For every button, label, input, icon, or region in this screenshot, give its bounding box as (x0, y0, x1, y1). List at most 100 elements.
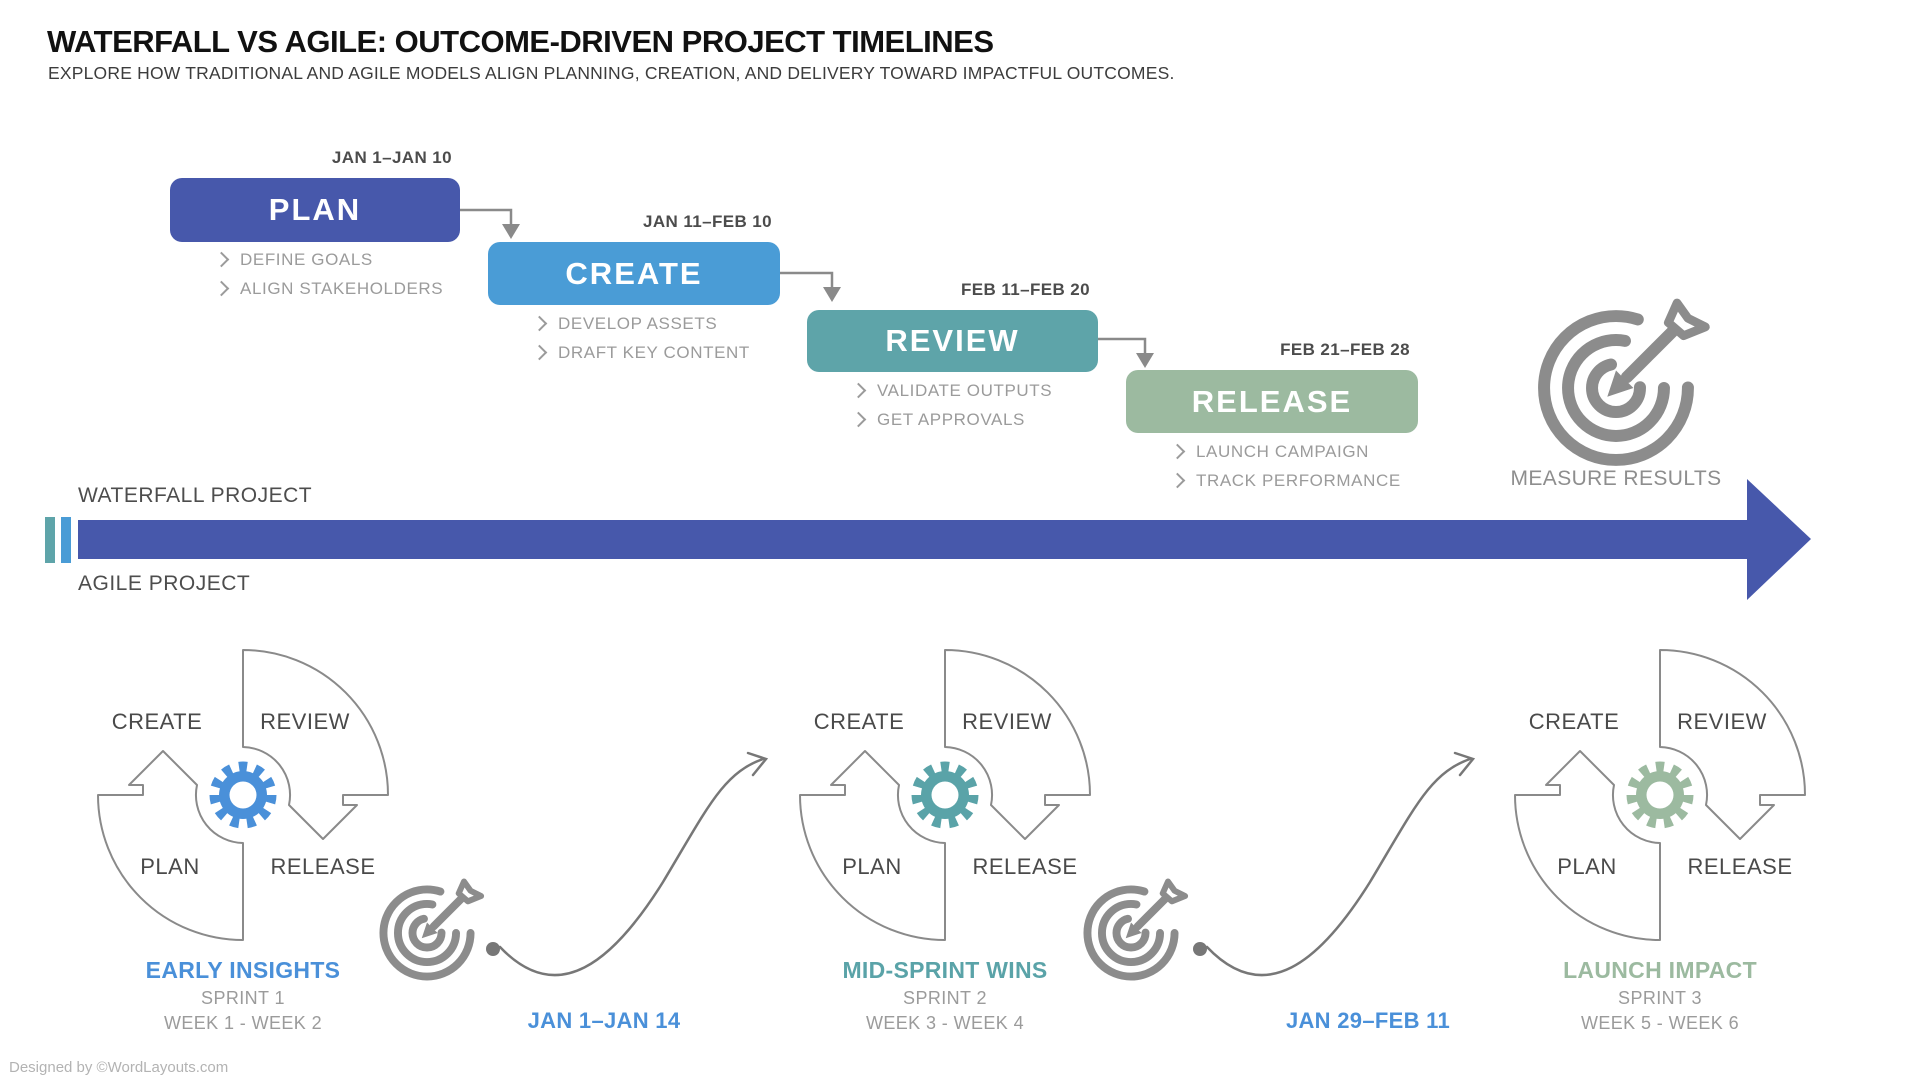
cycle1-phase-create: CREATE (111, 709, 203, 734)
cycle2-weeks: WEEK 3 - WEEK 4 (865, 1013, 1025, 1033)
task-label: DEFINE GOALS (240, 250, 373, 269)
measure-results-label: MEASURE RESULTS (1510, 467, 1722, 490)
step-plan-tasks: DEFINE GOALS ALIGN STAKEHOLDERS (213, 250, 444, 299)
task-row: GET APPROVALS (850, 410, 1052, 430)
step-create-box: CREATE (488, 242, 780, 305)
arrowhead-icon (1136, 353, 1154, 368)
step-plan-label: PLAN (268, 192, 362, 227)
waterfall-lane-label: WATERFALL PROJECT (78, 484, 313, 507)
agile-cycle-1-graphic (97, 649, 389, 941)
timeline-arrowhead-icon (1747, 479, 1811, 600)
step-release-label: RELEASE (1191, 383, 1353, 419)
timeline-tick-blue (61, 517, 71, 563)
step-release-dates: FEB 21–FEB 28 (1280, 340, 1410, 359)
task-label: LAUNCH CAMPAIGN (1196, 442, 1370, 461)
connector-plan-create (460, 208, 513, 226)
step-review-dates: FEB 11–FEB 20 (961, 280, 1090, 299)
cycle1-sprint: SPRINT 1 (201, 988, 285, 1008)
step-create-dates: JAN 11–FEB 10 (643, 212, 772, 231)
chevron-right-icon (1169, 472, 1186, 489)
cycle2-title: MID-SPRINT WINS (842, 957, 1048, 983)
task-row: DEFINE GOALS (213, 250, 443, 270)
task-row: VALIDATE OUTPUTS (850, 381, 1053, 401)
gear-icon (1626, 761, 1694, 829)
task-row: DRAFT KEY CONTENT (531, 343, 750, 363)
timeline-arrow (45, 479, 1811, 600)
target-icon (1538, 298, 1710, 466)
task-label: TRACK PERFORMANCE (1196, 471, 1401, 490)
cycle1-title: EARLY INSIGHTS (145, 957, 341, 983)
fan-blade-top-right (242, 649, 389, 840)
gear-icon (209, 761, 277, 829)
milestone1-dates: JAN 1–JAN 14 (527, 1008, 681, 1033)
chevron-right-icon (213, 251, 230, 268)
flow-connectors (460, 208, 1147, 355)
agile-cycle-2-graphic (799, 649, 1091, 941)
timeline-tick-teal (45, 517, 55, 563)
page-title: WATERFALL VS AGILE: OUTCOME-DRIVEN PROJE… (47, 24, 994, 59)
cycle3-phase-review: REVIEW (1677, 709, 1767, 734)
designer-credit: Designed by ©WordLayouts.com (9, 1059, 229, 1076)
cycle3-phase-plan: PLAN (1557, 854, 1617, 879)
cycle1-phase-review: REVIEW (260, 709, 350, 734)
timeline-bar (78, 520, 1747, 559)
task-label: DRAFT KEY CONTENT (558, 343, 750, 362)
cycle3-sprint: SPRINT 3 (1618, 988, 1702, 1008)
chevron-right-icon (531, 344, 548, 361)
cycle3-phase-create: CREATE (1528, 709, 1620, 734)
agile-cycle-3-graphic (1514, 649, 1806, 941)
cycle3-title: LAUNCH IMPACT (1563, 957, 1757, 983)
cycle2-phase-review: REVIEW (962, 709, 1052, 734)
agile-lane-label: AGILE PROJECT (78, 572, 251, 595)
step-release-tasks: LAUNCH CAMPAIGN TRACK PERFORMANCE (1169, 442, 1401, 491)
target-icon (1083, 878, 1189, 981)
curve-arrowhead-icon (1453, 751, 1476, 777)
fan-blade-bottom-left (97, 750, 244, 941)
step-plan-dates: JAN 1–JAN 10 (331, 148, 452, 167)
cycle-fan-blades (1514, 649, 1806, 941)
chevron-right-icon (1169, 443, 1186, 460)
step-review-label: REVIEW (885, 323, 1020, 358)
task-row: TRACK PERFORMANCE (1169, 471, 1401, 491)
task-row: LAUNCH CAMPAIGN (1169, 442, 1401, 462)
arrowhead-icon (823, 287, 841, 302)
arrowhead-icon (502, 224, 520, 239)
cycle-fan-blades (97, 649, 389, 941)
gear-icon (911, 761, 979, 829)
milestone2-dates: JAN 29–FEB 11 (1285, 1008, 1451, 1033)
fan-blade-bottom-left (1514, 750, 1661, 941)
sprint-flow-curve-1 (486, 751, 769, 977)
sprint-flow-curves (486, 751, 1476, 977)
cycle2-phase-plan: PLAN (842, 854, 902, 879)
connector-create-review (780, 271, 834, 289)
cycle3-weeks: WEEK 5 - WEEK 6 (1580, 1013, 1740, 1033)
task-row: DEVELOP ASSETS (531, 314, 750, 334)
step-plan-box: PLAN (170, 178, 460, 242)
connector-arrowheads (502, 224, 1154, 368)
chevron-right-icon (531, 315, 548, 332)
fan-blade-top-right (1659, 649, 1806, 840)
target-icon (379, 878, 485, 981)
cycle-fan-blades (799, 649, 1091, 941)
curve-arrowhead-icon (746, 751, 769, 777)
step-create-tasks: DEVELOP ASSETS DRAFT KEY CONTENT (531, 314, 750, 363)
task-label: VALIDATE OUTPUTS (877, 381, 1053, 400)
step-review-tasks: VALIDATE OUTPUTS GET APPROVALS (850, 381, 1053, 430)
fan-blade-bottom-left (799, 750, 946, 941)
chevron-right-icon (850, 411, 867, 428)
step-create-label: CREATE (565, 255, 703, 291)
sprint-flow-curve-2 (1193, 751, 1476, 977)
page-subtitle: EXPLORE HOW TRADITIONAL AND AGILE MODELS… (48, 63, 1175, 83)
fan-blade-top-right (944, 649, 1091, 840)
cycle2-phase-create: CREATE (813, 709, 905, 734)
cycle2-sprint: SPRINT 2 (903, 988, 987, 1008)
connector-review-release (1098, 337, 1147, 355)
target-icons (379, 298, 1710, 981)
task-label: DEVELOP ASSETS (558, 314, 718, 333)
chevron-right-icon (850, 382, 867, 399)
cycle2-phase-release: RELEASE (972, 854, 1078, 879)
step-release-box: RELEASE (1126, 370, 1418, 433)
chevron-right-icon (213, 280, 230, 297)
task-label: ALIGN STAKEHOLDERS (240, 279, 444, 298)
